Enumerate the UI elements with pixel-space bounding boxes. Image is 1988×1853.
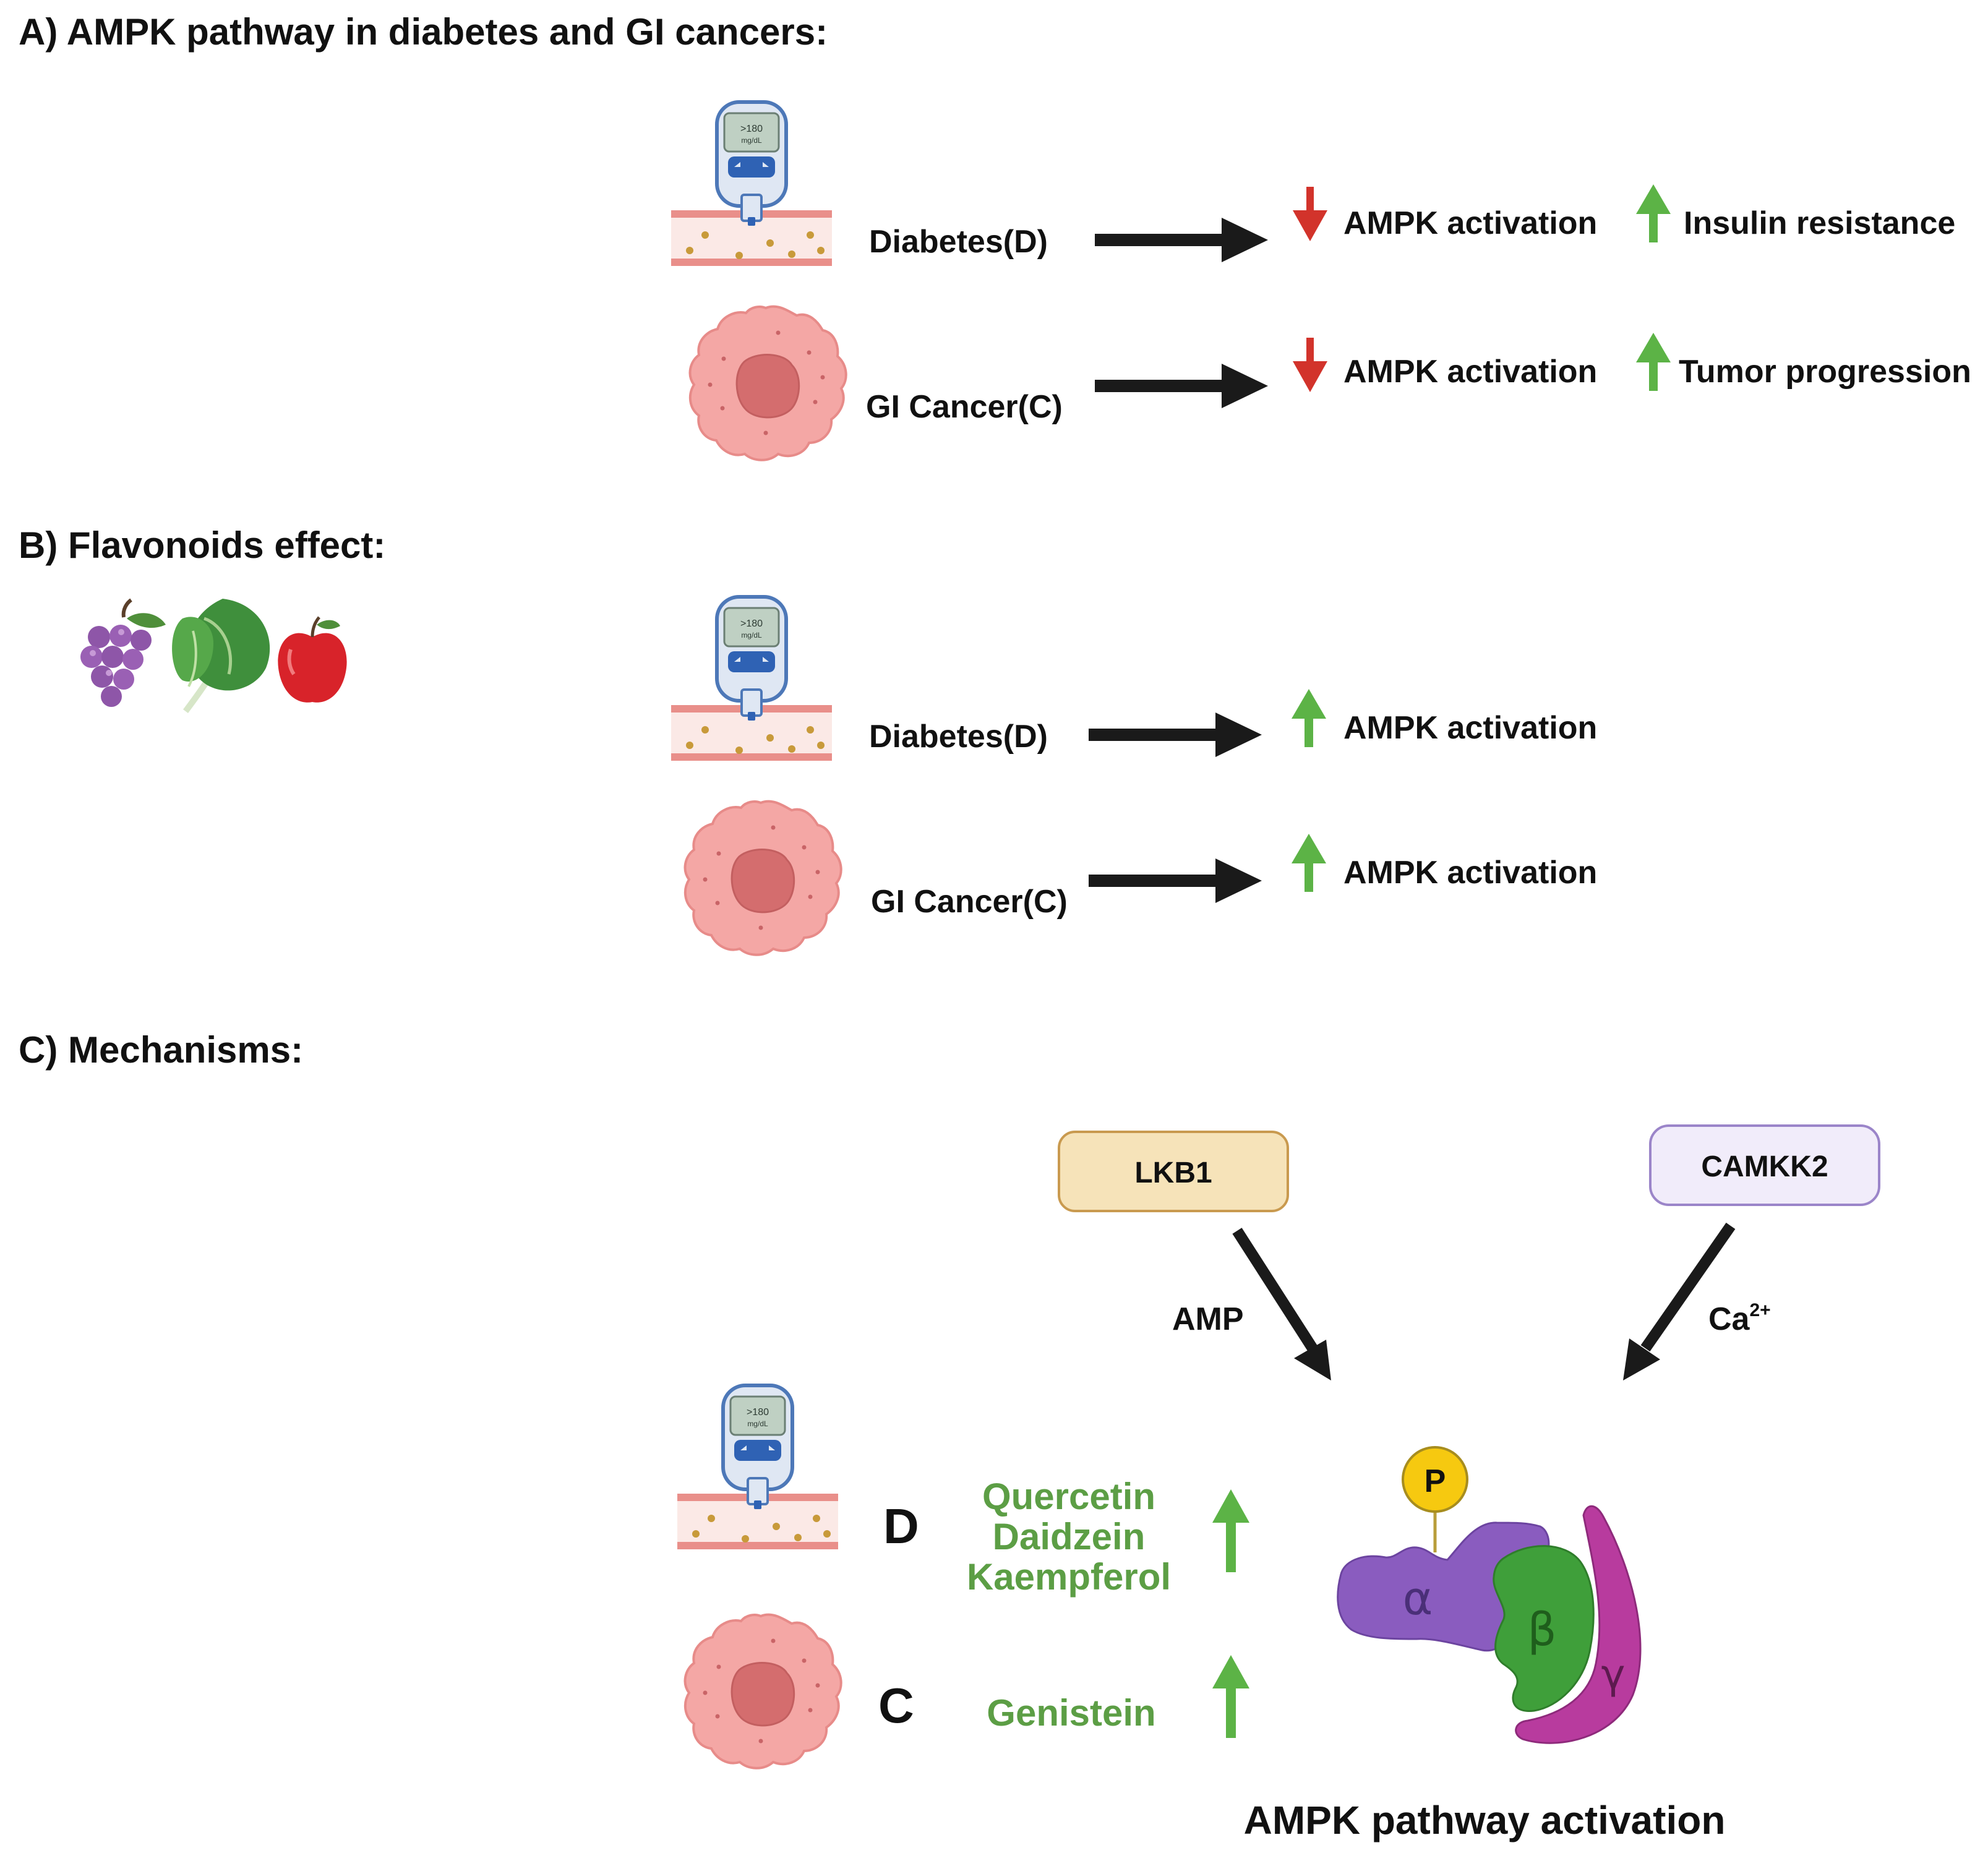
panel-a-diabetes-outcome: Insulin resistance bbox=[1684, 205, 1955, 241]
camkk2-arrow bbox=[1623, 1222, 1736, 1380]
panel-c-c-letter: C bbox=[878, 1678, 914, 1733]
panel-c-diabetes-icon: >180 mg/dL bbox=[677, 1385, 838, 1549]
flavonoid-daidzein: Daidzein bbox=[993, 1516, 1146, 1557]
panel-a-cancer-down-arrow-icon bbox=[1293, 338, 1327, 392]
panel-a-diabetes-up-arrow-icon bbox=[1636, 184, 1671, 242]
panel-a-cancer-outcome: Tumor progression bbox=[1679, 354, 1971, 390]
panel-a-diabetes-effect: AMPK activation bbox=[1343, 205, 1597, 241]
amp-label: AMP bbox=[1172, 1301, 1244, 1337]
glucometer-unit: mg/dL bbox=[747, 1419, 768, 1428]
section-c-title: C) Mechanisms: bbox=[19, 1029, 303, 1071]
ampk-caption: AMPK pathway activation bbox=[1244, 1798, 1726, 1842]
panel-b-cancer-arrow bbox=[1089, 858, 1262, 903]
gamma-label: γ bbox=[1601, 1651, 1625, 1698]
section-b-title: B) Flavonoids effect: bbox=[19, 524, 385, 566]
ampk-complex: P α β γ bbox=[1337, 1446, 1642, 1744]
panel-b-cancer-up-arrow-icon bbox=[1292, 834, 1326, 892]
panel-c-c-up-arrow-icon bbox=[1212, 1655, 1249, 1738]
apple-icon bbox=[278, 616, 347, 703]
section-a-title: A) AMPK pathway in diabetes and GI cance… bbox=[19, 11, 828, 53]
flavonoid-quercetin: Quercetin bbox=[982, 1476, 1155, 1517]
panel-c-d-letter: D bbox=[883, 1499, 919, 1554]
panel-b-diabetes-effect: AMPK activation bbox=[1343, 710, 1597, 746]
panel-b-diabetes-up-arrow-icon bbox=[1292, 689, 1326, 747]
panel-a-cancer-up-arrow-icon bbox=[1636, 333, 1671, 391]
panel-c-cancer-icon bbox=[683, 1613, 842, 1770]
beta-subunit bbox=[1493, 1545, 1595, 1712]
glucometer-unit: mg/dL bbox=[741, 136, 762, 145]
panel-a-cancer-arrow bbox=[1095, 364, 1268, 408]
camkk2-box: CAMKK2 bbox=[1649, 1124, 1880, 1206]
panel-b-cancer-effect: AMPK activation bbox=[1343, 855, 1597, 891]
panel-b-cancer-icon bbox=[683, 800, 842, 956]
panel-a-diabetes-down-arrow-icon bbox=[1293, 187, 1327, 241]
glucometer-reading: >180 bbox=[740, 618, 763, 629]
camkk2-label: CAMKK2 bbox=[1701, 1150, 1828, 1183]
panel-b-diabetes-arrow bbox=[1089, 713, 1262, 757]
panel-a-cancer-effect: AMPK activation bbox=[1343, 354, 1597, 390]
calcium-superscript: 2+ bbox=[1749, 1300, 1770, 1320]
lkb1-label: LKB1 bbox=[1134, 1157, 1212, 1189]
grapes-icon bbox=[80, 598, 166, 707]
lkb1-arrow bbox=[1232, 1228, 1331, 1380]
lkb1-box: LKB1 bbox=[1058, 1131, 1289, 1212]
panel-b-diabetes-label: Diabetes(D) bbox=[869, 719, 1048, 755]
panel-a-diabetes-arrow bbox=[1095, 218, 1268, 262]
panel-b-cancer-label: GI Cancer(C) bbox=[871, 884, 1068, 920]
gamma-subunit bbox=[1515, 1505, 1642, 1744]
glucometer-unit: mg/dL bbox=[741, 631, 762, 640]
phospho-label: P bbox=[1425, 1463, 1446, 1499]
panel-a-cancer-icon bbox=[688, 305, 847, 461]
alpha-label: α bbox=[1403, 1572, 1433, 1625]
spinach-icon bbox=[172, 599, 270, 713]
panel-c-d-up-arrow-icon bbox=[1212, 1489, 1249, 1572]
flavonoid-genistein: Genistein bbox=[987, 1692, 1155, 1734]
panel-a-cancer-label: GI Cancer(C) bbox=[866, 389, 1063, 425]
flavonoid-kaempferol: Kaempferol bbox=[967, 1556, 1171, 1598]
calcium-base: Ca bbox=[1708, 1301, 1750, 1337]
beta-label: β bbox=[1527, 1603, 1556, 1656]
calcium-label: Ca2+ bbox=[1708, 1300, 1771, 1337]
panel-a-diabetes-label: Diabetes(D) bbox=[869, 224, 1048, 260]
glucometer-reading: >180 bbox=[740, 124, 763, 134]
phospho-group bbox=[1402, 1446, 1468, 1513]
glucometer-reading: >180 bbox=[747, 1407, 769, 1418]
panel-b-diabetes-icon: >180 mg/dL bbox=[671, 597, 832, 761]
panel-a-diabetes-icon: >180 mg/dL bbox=[671, 102, 832, 266]
